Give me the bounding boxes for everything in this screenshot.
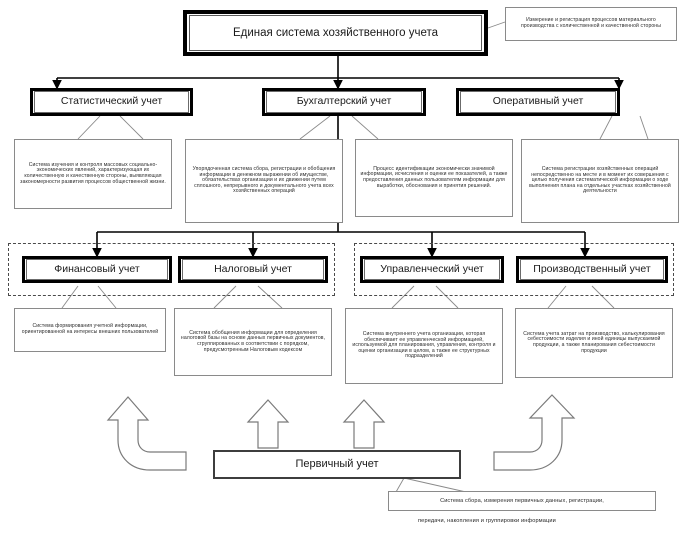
note-economic-info-process-text: Процесс идентификации экономически значи… (360, 165, 508, 189)
note-financial-accounting-text: Система формирования учетной информации,… (21, 323, 159, 335)
node-managerial-accounting[interactable]: Управленческий учет (360, 256, 504, 283)
note-managerial-accounting-text: Система внутреннего учета организации, к… (352, 331, 496, 360)
node-financial-accounting[interactable]: Финансовый учет (22, 256, 172, 283)
up-arrow-1 (246, 399, 290, 449)
node-bookkeeping-accounting-label: Бухгалтерский учет (296, 95, 392, 108)
connector-notes-level2 (77, 115, 649, 140)
node-operational-accounting[interactable]: Оперативный учет (456, 88, 620, 116)
node-primary-accounting-label: Первичный учет (295, 458, 379, 471)
node-primary-accounting[interactable]: Первичный учет (213, 450, 461, 479)
note-statistical-accounting-text: Система изучения и контроля массовых соц… (20, 161, 166, 185)
connector-base-note (395, 477, 467, 493)
note-root-text: Измерение и регистрация процессов матери… (521, 17, 661, 29)
note-primary-accounting: Система сбора, измерения первичных данны… (388, 491, 656, 511)
note-operational-accounting: Система регистрации хозяйственных операц… (521, 139, 679, 223)
up-arrow-2 (342, 399, 386, 449)
node-financial-accounting-label: Финансовый учет (54, 262, 140, 275)
node-statistical-accounting-label: Статистический учет (60, 95, 163, 108)
bent-arrow-right (493, 394, 576, 471)
node-root[interactable]: Единая система хозяйственного учета (183, 10, 488, 56)
note-root: Измерение и регистрация процессов матери… (505, 7, 677, 41)
note-production-accounting: Система учета затрат на производство, ка… (515, 308, 673, 378)
connector-root-note (487, 21, 506, 29)
node-tax-accounting[interactable]: Налоговый учет (178, 256, 328, 283)
note-operational-accounting-text: Система регистрации хозяйственных операц… (529, 166, 671, 195)
node-production-accounting-label: Производственный учет (533, 262, 651, 275)
node-tax-accounting-label: Налоговый учет (214, 262, 292, 275)
bent-arrow-left (106, 396, 187, 471)
note-managerial-accounting: Система внутреннего учета организации, к… (345, 308, 503, 384)
connector-root-to-bus (52, 56, 624, 90)
node-statistical-accounting[interactable]: Статистический учет (30, 88, 193, 116)
node-operational-accounting-label: Оперативный учет (492, 95, 584, 108)
node-production-accounting[interactable]: Производственный учет (516, 256, 668, 283)
caption-primary-accounting-continued: передачи, накопления и группировки инфор… (418, 518, 556, 524)
note-production-accounting-text: Система учета затрат на производство, ка… (523, 330, 665, 354)
group-internal-accounting (354, 243, 674, 296)
note-primary-accounting-text: Система сбора, измерения первичных данны… (440, 497, 604, 504)
note-bookkeeping-accounting-text: Упорядоченная система сбора, регистрации… (192, 166, 336, 195)
group-external-accounting (8, 243, 335, 296)
node-root-label: Единая система хозяйственного учета (232, 26, 439, 39)
note-tax-accounting: Система обобщения информации для определ… (174, 308, 332, 376)
note-bookkeeping-accounting: Упорядоченная система сбора, регистрации… (185, 139, 343, 223)
node-managerial-accounting-label: Управленческий учет (380, 262, 484, 275)
node-bookkeeping-accounting[interactable]: Бухгалтерский учет (262, 88, 426, 116)
note-economic-info-process: Процесс идентификации экономически значи… (355, 139, 513, 217)
note-financial-accounting: Система формирования учетной информации,… (14, 308, 166, 352)
note-statistical-accounting: Система изучения и контроля массовых соц… (14, 139, 172, 209)
note-tax-accounting-text: Система обобщения информации для определ… (180, 329, 326, 353)
